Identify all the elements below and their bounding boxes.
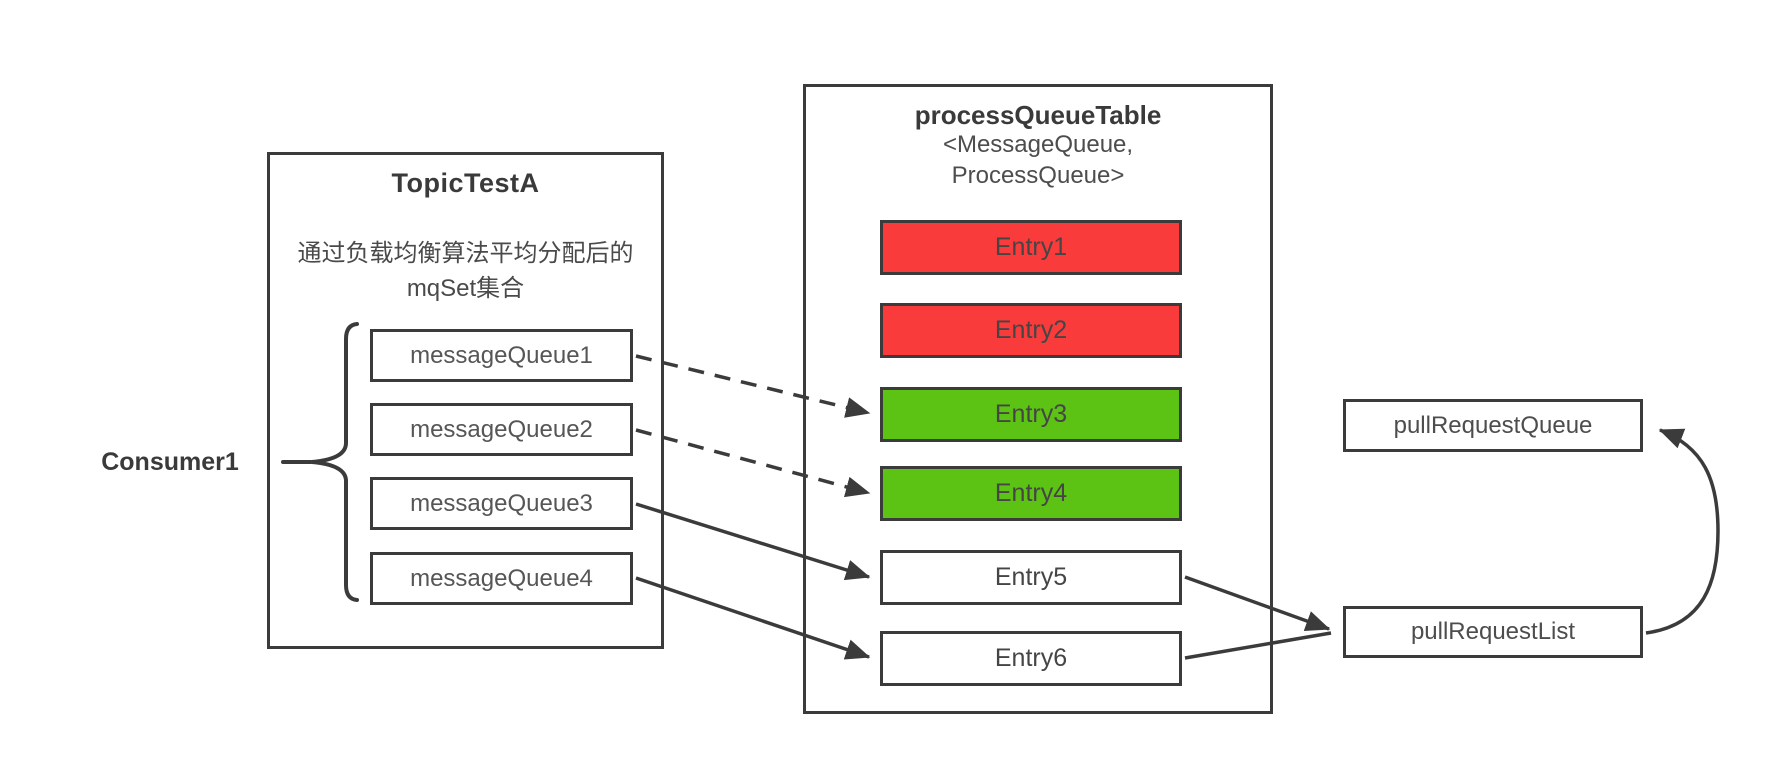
- node-label: pullRequestQueue: [1393, 411, 1593, 439]
- node-label: messageQueue1: [410, 341, 593, 369]
- node-label: messageQueue2: [410, 415, 593, 443]
- node-entry-6: Entry6: [880, 631, 1182, 686]
- node-label: messageQueue4: [410, 564, 593, 592]
- node-entry-5: Entry5: [880, 550, 1182, 605]
- node-entry-3: Entry3: [880, 387, 1182, 442]
- topic-description: 通过负载均衡算法平均分配后的 mqSet集合: [272, 236, 659, 306]
- node-label: Entry3: [994, 400, 1068, 428]
- consumer-label: Consumer1: [101, 448, 239, 476]
- topic-title: TopicTestA: [391, 168, 540, 198]
- topic-description-line1: 通过负载均衡算法平均分配后的: [297, 240, 634, 267]
- node-entry-4: Entry4: [880, 466, 1182, 521]
- arrow-pulllist-pullqueue: [1645, 428, 1720, 635]
- node-label: Entry2: [994, 316, 1068, 344]
- node-message-queue-2: messageQueue2: [370, 403, 633, 456]
- node-pull-request-queue: pullRequestQueue: [1343, 399, 1643, 452]
- topic-description-line2: mqSet集合: [406, 275, 525, 302]
- process-queue-table-subtitle-1: <MessageQueue,: [942, 131, 1134, 158]
- process-queue-table-subtitle-2: ProcessQueue>: [951, 162, 1125, 189]
- node-message-queue-4: messageQueue4: [370, 552, 633, 605]
- node-entry-1: Entry1: [880, 220, 1182, 275]
- node-pull-request-list: pullRequestList: [1343, 606, 1643, 658]
- node-message-queue-3: messageQueue3: [370, 477, 633, 530]
- node-message-queue-1: messageQueue1: [370, 329, 633, 382]
- node-entry-2: Entry2: [880, 303, 1182, 358]
- node-label: pullRequestList: [1410, 618, 1576, 645]
- process-queue-table-title: processQueueTable: [914, 100, 1162, 130]
- node-label: Entry5: [994, 563, 1068, 591]
- node-label: Entry4: [994, 479, 1068, 507]
- node-label: Entry1: [994, 233, 1068, 261]
- node-label: messageQueue3: [410, 489, 593, 517]
- node-label: Entry6: [994, 644, 1068, 672]
